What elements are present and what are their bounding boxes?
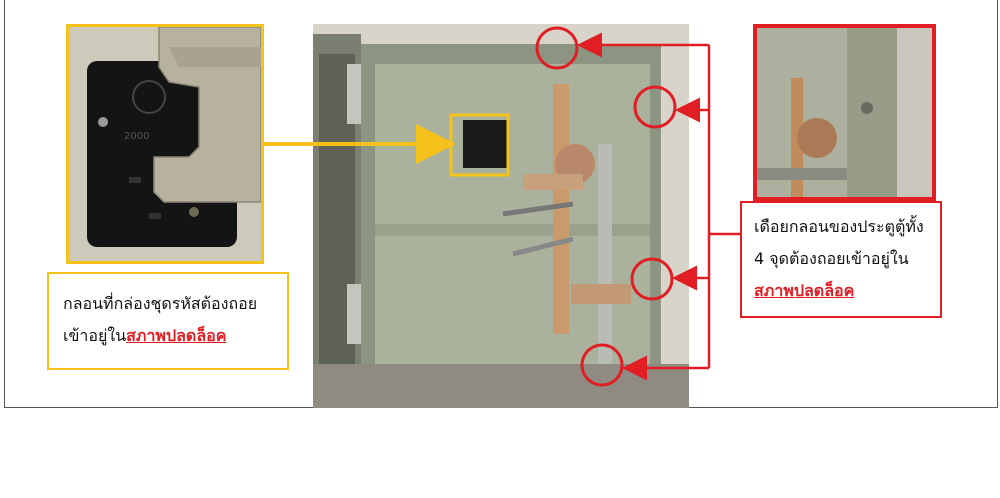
svg-text:2000: 2000 <box>124 131 149 142</box>
lock-box-closeup-photo: 2000 <box>66 24 264 264</box>
lock-box-caption: กลอนที่กล่องชุดรหัสต้องถอย เข้าอยู่ในสภา… <box>47 272 289 370</box>
door-bolt-closeup-photo <box>753 24 936 201</box>
lock-box-caption-emphasis: สภาพปลดล็อค <box>126 326 227 345</box>
lock-box-caption-prefix: เข้าอยู่ใน <box>63 326 127 345</box>
door-bolt-caption-line-1: เดือยกลอนของประตูตู้ทั้ง <box>754 217 924 236</box>
lock-box-caption-line-1: กลอนที่กล่องชุดรหัสต้องถอย <box>63 294 258 313</box>
door-bolt-caption-line-2: 4 จุดต้องถอยเข้าอยู่ใน <box>754 249 909 268</box>
door-bolt-caption-emphasis: สภาพปลดล็อค <box>754 281 855 300</box>
door-bolt-caption: เดือยกลอนของประตูตู้ทั้ง 4 จุดต้องถอยเข้… <box>740 201 942 318</box>
lock-box-caption-line-2: เข้าอยู่ในสภาพปลดล็อค <box>63 320 273 352</box>
safe-door-photo <box>313 24 689 408</box>
